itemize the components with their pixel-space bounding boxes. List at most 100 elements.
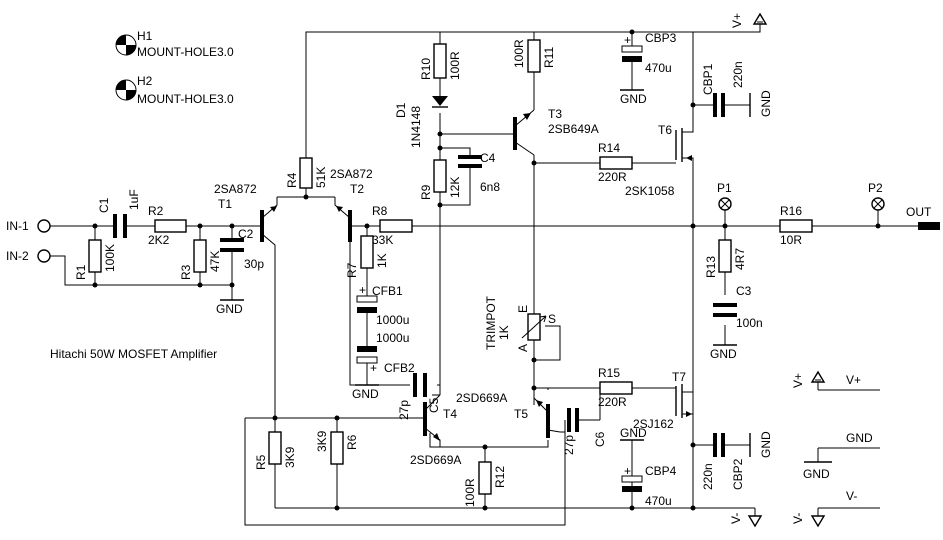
ground-symbol-cbp1: GND — [749, 90, 773, 117]
capacitor-cbp2: CBP2 220n — [701, 433, 745, 490]
t7-ref: T7 — [672, 370, 686, 384]
mount-hole-h2: H2 MOUNT-HOLE3.0 — [115, 74, 234, 106]
ground-symbol-cbp2: GND — [749, 431, 773, 458]
trimpot-pin-a: A — [516, 344, 530, 352]
gnd-label-6: GND — [620, 426, 647, 440]
cbp3-plus: + — [624, 33, 631, 47]
transistor-t5: T5 2SD669A — [456, 391, 561, 438]
d1-ref: D1 — [394, 102, 408, 118]
d1-value: 1N4148 — [409, 106, 423, 148]
ground-symbol-cbp3: GND — [620, 89, 647, 106]
resistor-r9: R9 12K — [419, 159, 462, 200]
t5-ref: T5 — [514, 407, 528, 421]
c1-ref: C1 — [97, 197, 111, 213]
h1-value: MOUNT-HOLE3.0 — [137, 45, 234, 59]
r10-value: 100R — [448, 51, 462, 80]
t7-value: 2SJ162 — [633, 417, 674, 431]
r12-ref: R12 — [493, 466, 507, 488]
cfb1-value: 1000u — [376, 313, 409, 327]
r7-value: 1K — [375, 253, 389, 268]
cbp3-value: 470u — [645, 61, 672, 75]
capacitor-cfb1: + CFB1 1000u — [356, 283, 409, 327]
c3-ref: C3 — [736, 284, 752, 298]
c2-value: 30p — [244, 257, 264, 271]
r7-ref: R7 — [345, 262, 359, 278]
r8-value: 33K — [372, 233, 393, 247]
diagram-title: Hitachi 50W MOSFET Amplifier — [50, 347, 217, 361]
capacitor-c6: C6 — [567, 408, 607, 447]
c6-ref: C6 — [593, 431, 607, 447]
vplus-top-symbol: V+ — [730, 12, 768, 33]
cbp2-ref: CBP2 — [731, 458, 745, 490]
t1-value: 2SA872 — [214, 182, 257, 196]
in1-label: IN-1 — [6, 219, 29, 233]
t2-ref: T2 — [350, 182, 364, 196]
resistor-r15: R15 220R — [598, 366, 633, 409]
capacitor-cbp1: CBP1 220n — [701, 61, 745, 117]
cbp1-ref: CBP1 — [701, 63, 715, 95]
power-port-vplus: V+ V+ — [791, 370, 880, 391]
cbp2-value: 220n — [701, 463, 715, 490]
cfb1-plus: + — [359, 283, 366, 297]
resistor-r1: R1 100K — [74, 239, 117, 280]
out-label: OUT — [906, 205, 932, 219]
t3-ref: T3 — [548, 107, 562, 121]
r8-ref: R8 — [372, 204, 388, 218]
vplus-port-symbol-label: V+ — [791, 373, 805, 388]
resistor-r3: R3 47K — [179, 239, 222, 280]
gnd-port-symbol-label: GND — [803, 467, 830, 481]
resistor-r11: R11 100R — [512, 39, 556, 73]
mosfet-t7: T7 2SJ162 — [633, 370, 694, 431]
wires — [50, 31, 920, 526]
cfb2-plus: + — [370, 361, 377, 375]
t4-value: 2SD669A — [410, 453, 461, 467]
t4-ref: T4 — [443, 407, 457, 421]
junctions — [92, 29, 881, 511]
r9-value: 12K — [448, 177, 462, 198]
r16-ref: R16 — [780, 204, 802, 218]
capacitor-c1: C1 1uF — [97, 189, 141, 238]
trimpot-value: 1K — [497, 325, 511, 340]
r6-value: 3K9 — [315, 430, 329, 452]
t6-ref: T6 — [658, 123, 672, 137]
cfb2-ref: CFB2 — [384, 361, 415, 375]
diode-d1: D1 1N4148 — [394, 96, 448, 148]
transistor-t3: T3 2SB649A — [513, 107, 599, 156]
r1-value: 100K — [103, 244, 117, 272]
resistor-r8: R8 33K — [372, 204, 413, 247]
r2-value: 2K2 — [148, 233, 170, 247]
trimpot: TRIMPOT 1K E A S — [484, 295, 556, 352]
gnd-label-5: GND — [710, 347, 737, 361]
r5-value: 3K9 — [283, 446, 297, 468]
h2-ref: H2 — [137, 74, 153, 88]
ground-symbol-c2: GND — [216, 299, 244, 316]
vminus-bottom-label: V- — [729, 513, 743, 524]
capacitor-cbp3: + CBP3 470u — [621, 31, 677, 75]
test-point-p1: P1 — [717, 181, 732, 226]
mount-hole-h1: H1 MOUNT-HOLE3.0 — [115, 29, 234, 59]
transistor-t2: 2SA872 T2 — [330, 167, 373, 248]
resistor-r12: R12 100R — [463, 461, 507, 507]
r4-value: 51K — [314, 167, 328, 188]
gnd-port-net-label: GND — [846, 431, 873, 445]
in2-label: IN-2 — [6, 249, 29, 263]
cfb2-value: 1000u — [376, 331, 409, 345]
r13-value: 4R7 — [733, 248, 747, 270]
r15-ref: R15 — [598, 366, 620, 380]
capacitor-c2: C2 30p — [220, 227, 264, 271]
p2-label: P2 — [868, 181, 883, 195]
t2-value: 2SA872 — [330, 167, 373, 181]
test-point-p2: P2 — [868, 181, 885, 226]
r6-ref: R6 — [345, 434, 359, 450]
h2-value: MOUNT-HOLE3.0 — [137, 92, 234, 106]
ground-symbol-c3: GND — [710, 344, 737, 361]
r14-ref: R14 — [598, 141, 620, 155]
capacitor-cbp4: + CBP4 470u — [621, 448, 677, 508]
r13-ref: R13 — [704, 256, 718, 278]
capacitor-c3: C3 100n — [713, 284, 763, 330]
t1-ref: T1 — [218, 197, 232, 211]
r3-value: 47K — [208, 251, 222, 272]
cbp3-ref: CBP3 — [645, 31, 677, 45]
r4-ref: R4 — [285, 172, 299, 188]
trimpot-pin-s: S — [548, 312, 556, 326]
